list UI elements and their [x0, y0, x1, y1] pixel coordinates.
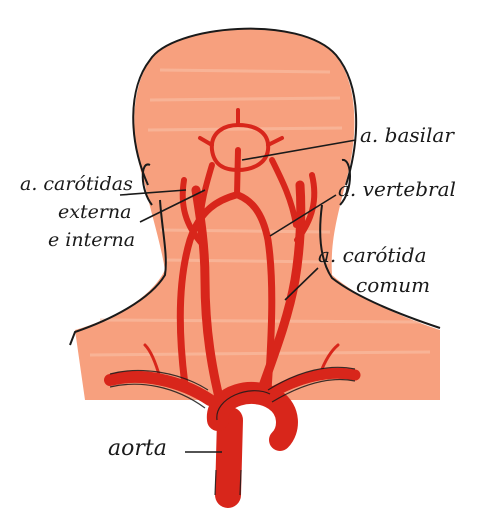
- basilar-artery: [237, 150, 238, 195]
- label-carotid-line2: externa: [58, 201, 132, 223]
- label-carotid-line3: e interna: [48, 229, 135, 251]
- label-vertebral: a. vertebral: [338, 177, 456, 201]
- label-carotid-line1: a. carótidas: [20, 173, 133, 195]
- label-common-carotid-line1: a. carótida: [318, 243, 427, 267]
- label-basilar: a. basilar: [360, 123, 455, 147]
- aorta-descending: [228, 420, 230, 495]
- label-aorta: aorta: [108, 436, 167, 461]
- label-common-carotid-line2: comum: [356, 273, 430, 297]
